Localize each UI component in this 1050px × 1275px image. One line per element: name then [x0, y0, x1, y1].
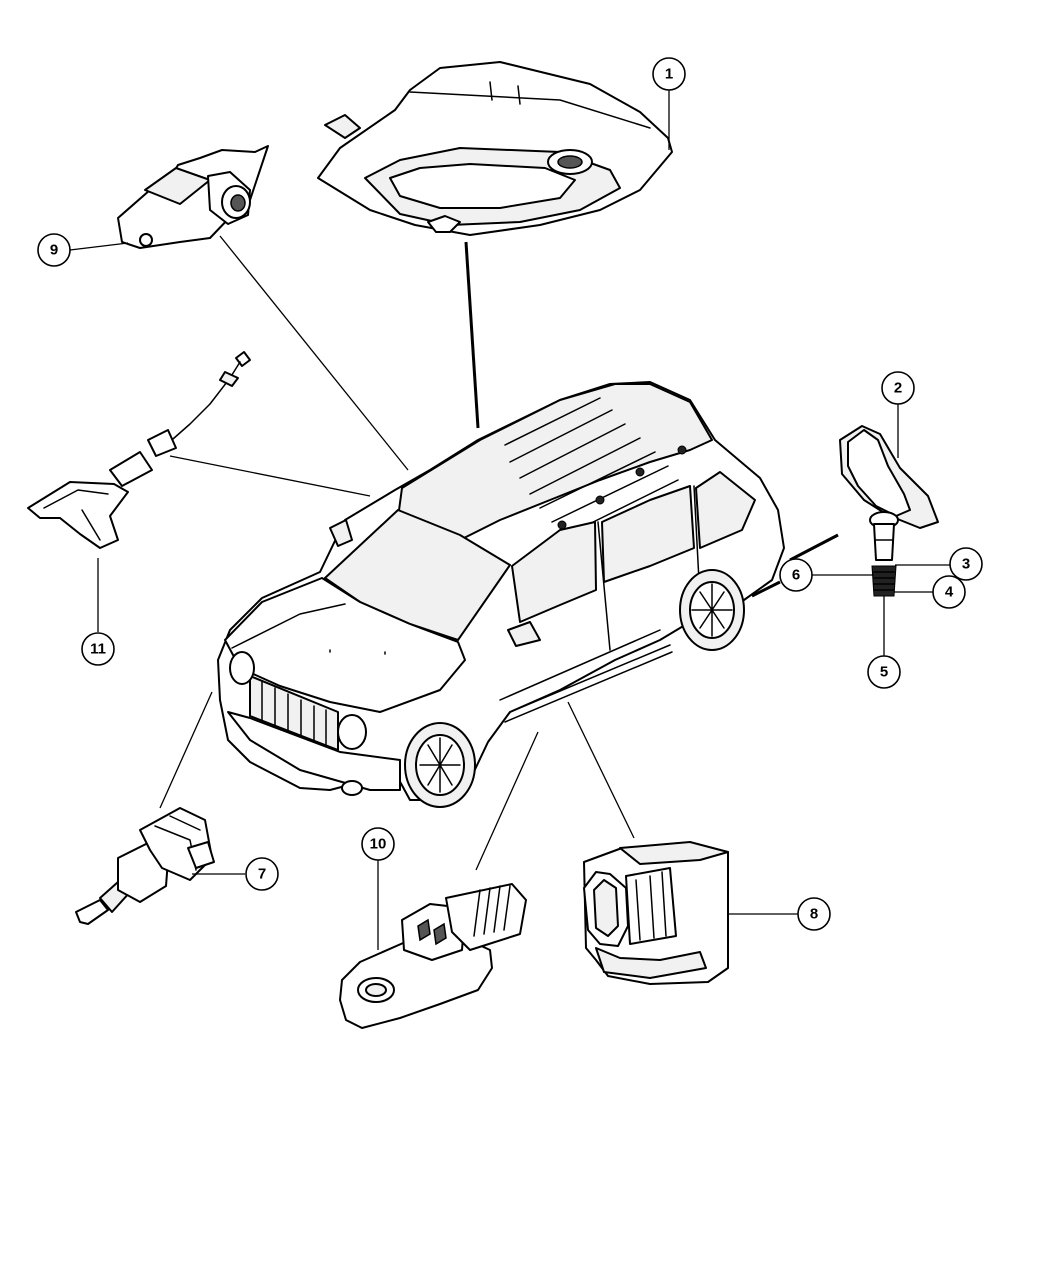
callout-3: 3: [949, 547, 983, 581]
impact-sensor: [339, 883, 527, 1029]
callout-1-label: 1: [665, 66, 673, 83]
callout-5-label: 5: [880, 664, 888, 681]
overhead-console: [317, 61, 673, 236]
rear-camera-module: [117, 145, 269, 249]
leader-lines: [69, 90, 950, 950]
callout-10: 10: [361, 827, 395, 861]
ambient-temperature-sensor: [75, 807, 215, 925]
callout-9-label: 9: [50, 242, 58, 259]
callout-5: 5: [867, 655, 901, 689]
callout-10-label: 10: [370, 836, 387, 853]
callout-11: 11: [81, 632, 115, 666]
callout-7-label: 7: [258, 866, 266, 883]
callout-6-label: 6: [792, 567, 800, 584]
tire-pressure-sensor: [839, 425, 939, 597]
side-impact-sensor: [583, 841, 729, 985]
callout-4: 4: [932, 575, 966, 609]
antenna-sensor-cable: [27, 351, 251, 549]
callout-4-label: 4: [945, 584, 954, 601]
callout-11-label: 11: [90, 641, 106, 658]
callout-1: 1: [652, 57, 686, 91]
callout-2: 2: [881, 371, 915, 405]
callout-9: 9: [37, 233, 71, 267]
vehicle-illustration: [217, 381, 785, 808]
callout-6: 6: [779, 558, 813, 592]
callout-3-label: 3: [962, 556, 970, 573]
callout-2-label: 2: [894, 380, 902, 397]
callout-8: 8: [797, 897, 831, 931]
callout-8-label: 8: [810, 906, 818, 923]
callout-7: 7: [245, 857, 279, 891]
